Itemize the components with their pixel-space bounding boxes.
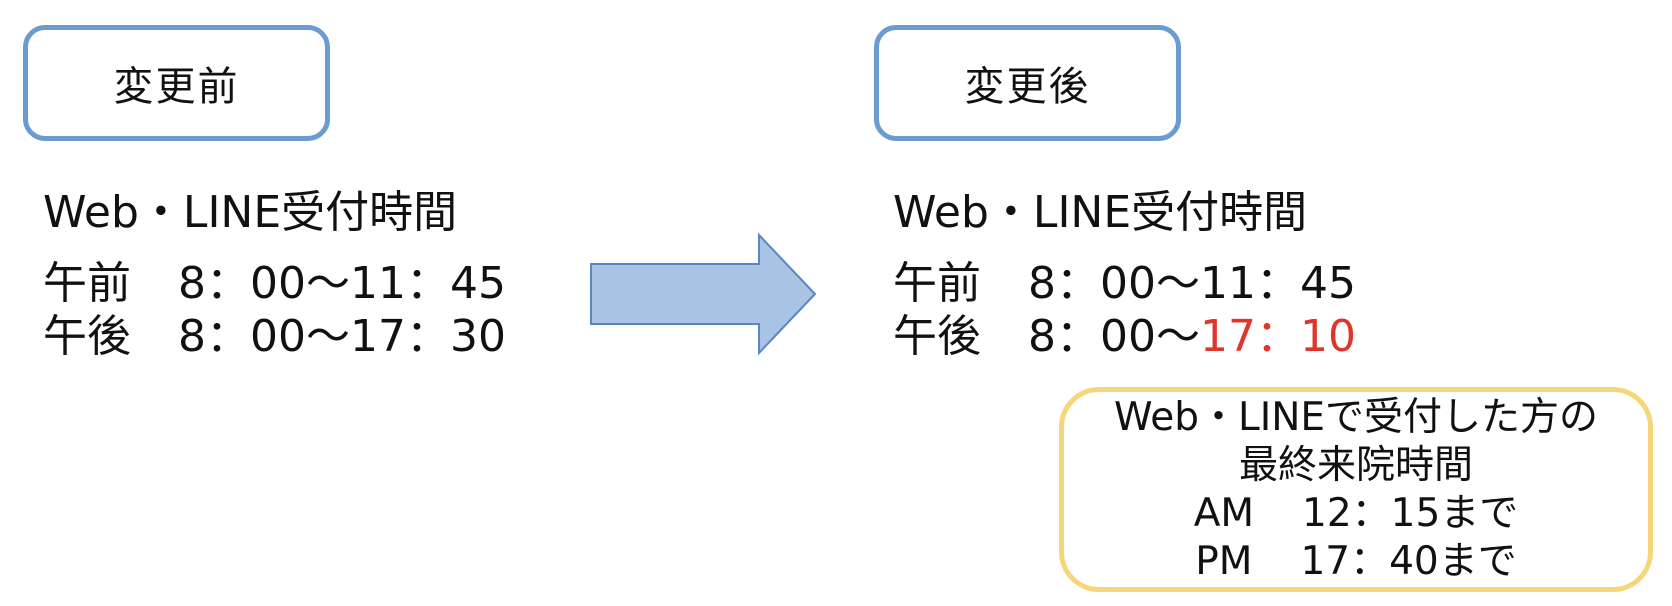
before-afternoon-period: 午後 [43,311,131,362]
before-hours-panel: Web・LINE受付時間 午前 8：00〜11：45 午後 8：00〜17：30 [43,185,506,363]
note-line1: Web・LINEで受付した方の [1113,394,1599,440]
note-am-label: AM [1193,490,1255,536]
after-afternoon-time-changed: 17：10 [1199,311,1356,362]
note-pm-time: 17：40まで [1300,538,1517,584]
after-morning-period: 午前 [893,258,981,309]
after-heading: Web・LINE受付時間 [893,187,1308,238]
last-visit-note: Web・LINEで受付した方の 最終来院時間 AM 12：15まで PM 17：40… [1059,387,1653,592]
after-morning-row: 午前 8：00〜11：45 [893,257,1356,310]
after-label-box: 変更後 [874,25,1181,141]
before-afternoon-row: 午後 8：00〜17：30 [43,310,506,363]
after-hours-panel: Web・LINE受付時間 午前 8：00〜11：45 午後 8：00〜 17：1… [893,185,1356,363]
before-morning-row: 午前 8：00〜11：45 [43,257,506,310]
note-pm-label: PM [1195,538,1253,584]
right-arrow-icon [590,232,817,356]
before-label: 変更前 [113,64,240,110]
before-afternoon-time: 8：00〜17：30 [178,311,506,362]
after-morning-time: 8：00〜11：45 [1028,258,1356,309]
after-afternoon-row: 午後 8：00〜 17：10 [893,310,1356,363]
after-label: 変更後 [964,64,1091,110]
note-line2: 最終来院時間 [1238,442,1473,488]
after-afternoon-period: 午後 [893,311,981,362]
note-am-time: 12：15まで [1302,490,1519,536]
after-afternoon-time-start: 8：00〜 [1028,311,1200,362]
before-morning-time: 8：00〜11：45 [178,258,506,309]
before-morning-period: 午前 [43,258,131,309]
before-label-box: 変更前 [23,25,330,141]
note-pm-row: PM 17：40まで [1195,538,1516,586]
before-heading: Web・LINE受付時間 [43,187,458,238]
note-am-row: AM 12：15まで [1194,490,1519,538]
